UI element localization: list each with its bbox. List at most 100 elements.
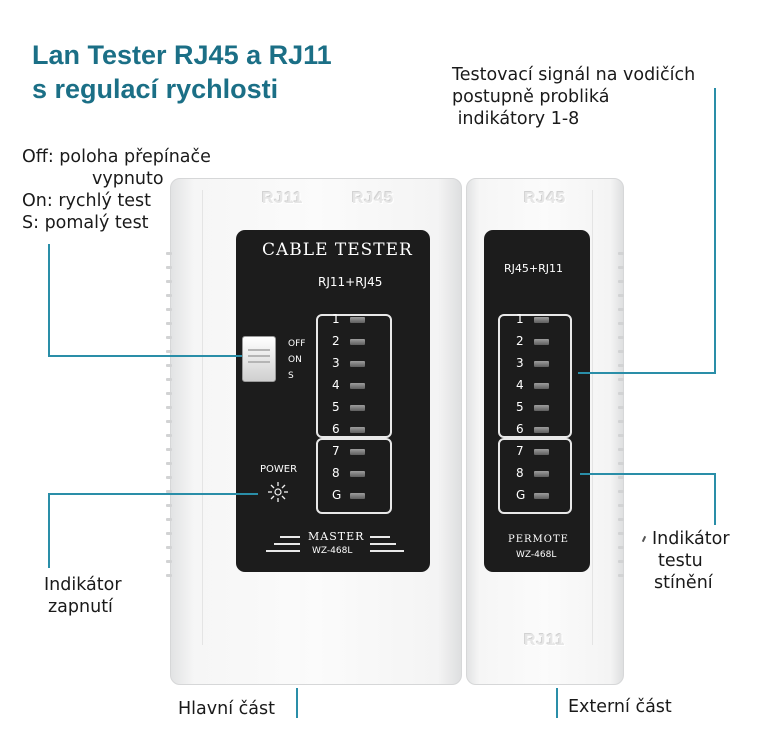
master-deco-line [370,536,390,538]
external-part-label: Externí část [568,697,672,717]
power-annotation-line: Indikátor [44,575,122,595]
remote-side-groove [592,190,615,645]
signal-callout-line [578,372,716,374]
remote-led-2 [534,339,549,345]
external-part-callout-line [556,688,558,718]
switch-annotation: Off: poloha přepínače vypnuto On: rychlý… [22,146,211,234]
master-name-label: MASTER [308,530,365,543]
remote-led-4 [534,383,549,389]
switch-callout-line [48,244,50,356]
speed-switch[interactable] [242,336,276,382]
remote-embossed-rj11: RJ11 [524,632,566,649]
remote-led-label-3: 3 [516,356,524,370]
title-line-1: Lan Tester RJ45 a RJ11 [32,40,332,70]
master-led-7 [350,449,365,455]
master-led-label-8: 8 [332,466,340,480]
shield-annotation-line: testu [658,551,703,571]
power-annotation: Indikátor zapnutí [44,574,122,618]
title-line-2: s regulací rychlosti [32,74,279,104]
master-led-5 [350,405,365,411]
master-led-label-6: 6 [332,422,340,436]
remote-led-label-4: 4 [516,378,524,392]
shield-annotation: Indikátor testu stínění [652,528,730,594]
master-led-8 [350,471,365,477]
shield-callout-line [714,473,716,525]
master-led-4 [350,383,365,389]
signal-annotation-line: postupně probliká [452,87,610,107]
remote-led-3 [534,361,549,367]
signal-annotation-line: Testovací signál na vodičích [452,65,696,85]
shield-annotation-line: Indikátor [652,529,730,549]
master-grip-ridges [166,242,174,592]
master-deco-line [266,550,300,552]
switch-callout-line [48,355,242,357]
master-panel: CABLE TESTER RJ11+RJ45 1 2 3 4 5 6 7 8 G… [236,230,430,572]
remote-leds-7-g-bracket [498,438,572,514]
leds-1-6-bracket [316,314,392,438]
main-part-label: Hlavní část [178,699,275,719]
master-led-1 [350,317,365,323]
power-label: POWER [260,464,298,475]
shield-callout-line [580,473,716,475]
signal-callout-line [714,88,716,374]
remote-led-label-g: G [516,488,526,502]
main-part-callout-line [296,688,298,718]
switch-annotation-line: On: rychlý test [22,191,151,211]
power-annotation-line: zapnutí [48,597,113,617]
master-side-groove [180,190,203,645]
remote-led-g [534,493,549,499]
remote-led-8 [534,471,549,477]
signal-annotation-line: indikátory 1-8 [452,109,580,129]
remote-led-label-7: 7 [516,444,524,458]
master-model-label: WZ-468L [312,546,353,556]
master-led-label-1: 1 [332,312,340,326]
remote-grip-ridges [618,242,626,592]
remote-led-7 [534,449,549,455]
master-led-3 [350,361,365,367]
master-ports-label: RJ11+RJ45 [318,275,383,289]
master-led-label-2: 2 [332,334,340,348]
master-deco-line [370,550,404,552]
master-led-2 [350,339,365,345]
master-led-label-g: G [332,488,342,502]
product-title: Lan Tester RJ45 a RJ11 s regulací rychlo… [32,38,332,106]
master-led-label-7: 7 [332,444,340,458]
master-led-label-5: 5 [332,400,340,414]
remote-led-label-8: 8 [516,466,524,480]
master-deco-line [274,543,300,545]
remote-led-1 [534,317,549,323]
shield-annotation-line: stínění [654,573,713,593]
master-led-column: 1 2 3 4 5 6 7 8 G [332,312,392,512]
remote-embossed-rj45: RJ45 [524,190,567,207]
switch-label-on: ON [288,355,302,365]
remote-led-label-5: 5 [516,400,524,414]
remote-panel: RJ45+RJ11 1 2 3 4 5 6 7 8 G PERMOTE WZ-4… [484,230,590,572]
master-embossed-rj45: RJ45 [352,190,395,207]
remote-led-6 [534,427,549,433]
remote-led-label-6: 6 [516,422,524,436]
switch-label-off: OFF [288,339,306,349]
switch-position-labels: OFF ON S [288,336,305,384]
switch-annotation-line: Off: poloha přepínače [22,147,211,167]
switch-annotation-line: S: pomalý test [22,213,149,233]
master-deco-line [280,536,300,538]
master-deco-line [370,543,396,545]
remote-led-label-2: 2 [516,334,524,348]
master-led-g [350,493,365,499]
shield-annotation-tick [641,535,647,543]
remote-leds-1-6-bracket [498,314,572,438]
master-led-6 [350,427,365,433]
remote-led-label-1: 1 [516,312,524,326]
switch-label-s: S [288,371,294,381]
master-heading: CABLE TESTER [262,240,413,260]
remote-name-label: PERMOTE [508,534,569,545]
power-callout-line [48,494,50,568]
remote-ports-label: RJ45+RJ11 [504,262,563,275]
remote-led-column: 1 2 3 4 5 6 7 8 G [516,312,576,512]
master-led-label-3: 3 [332,356,340,370]
power-callout-line [48,493,258,495]
master-led-label-4: 4 [332,378,340,392]
remote-led-5 [534,405,549,411]
master-embossed-rj11: RJ11 [262,190,304,207]
leds-7-g-bracket [316,438,392,514]
